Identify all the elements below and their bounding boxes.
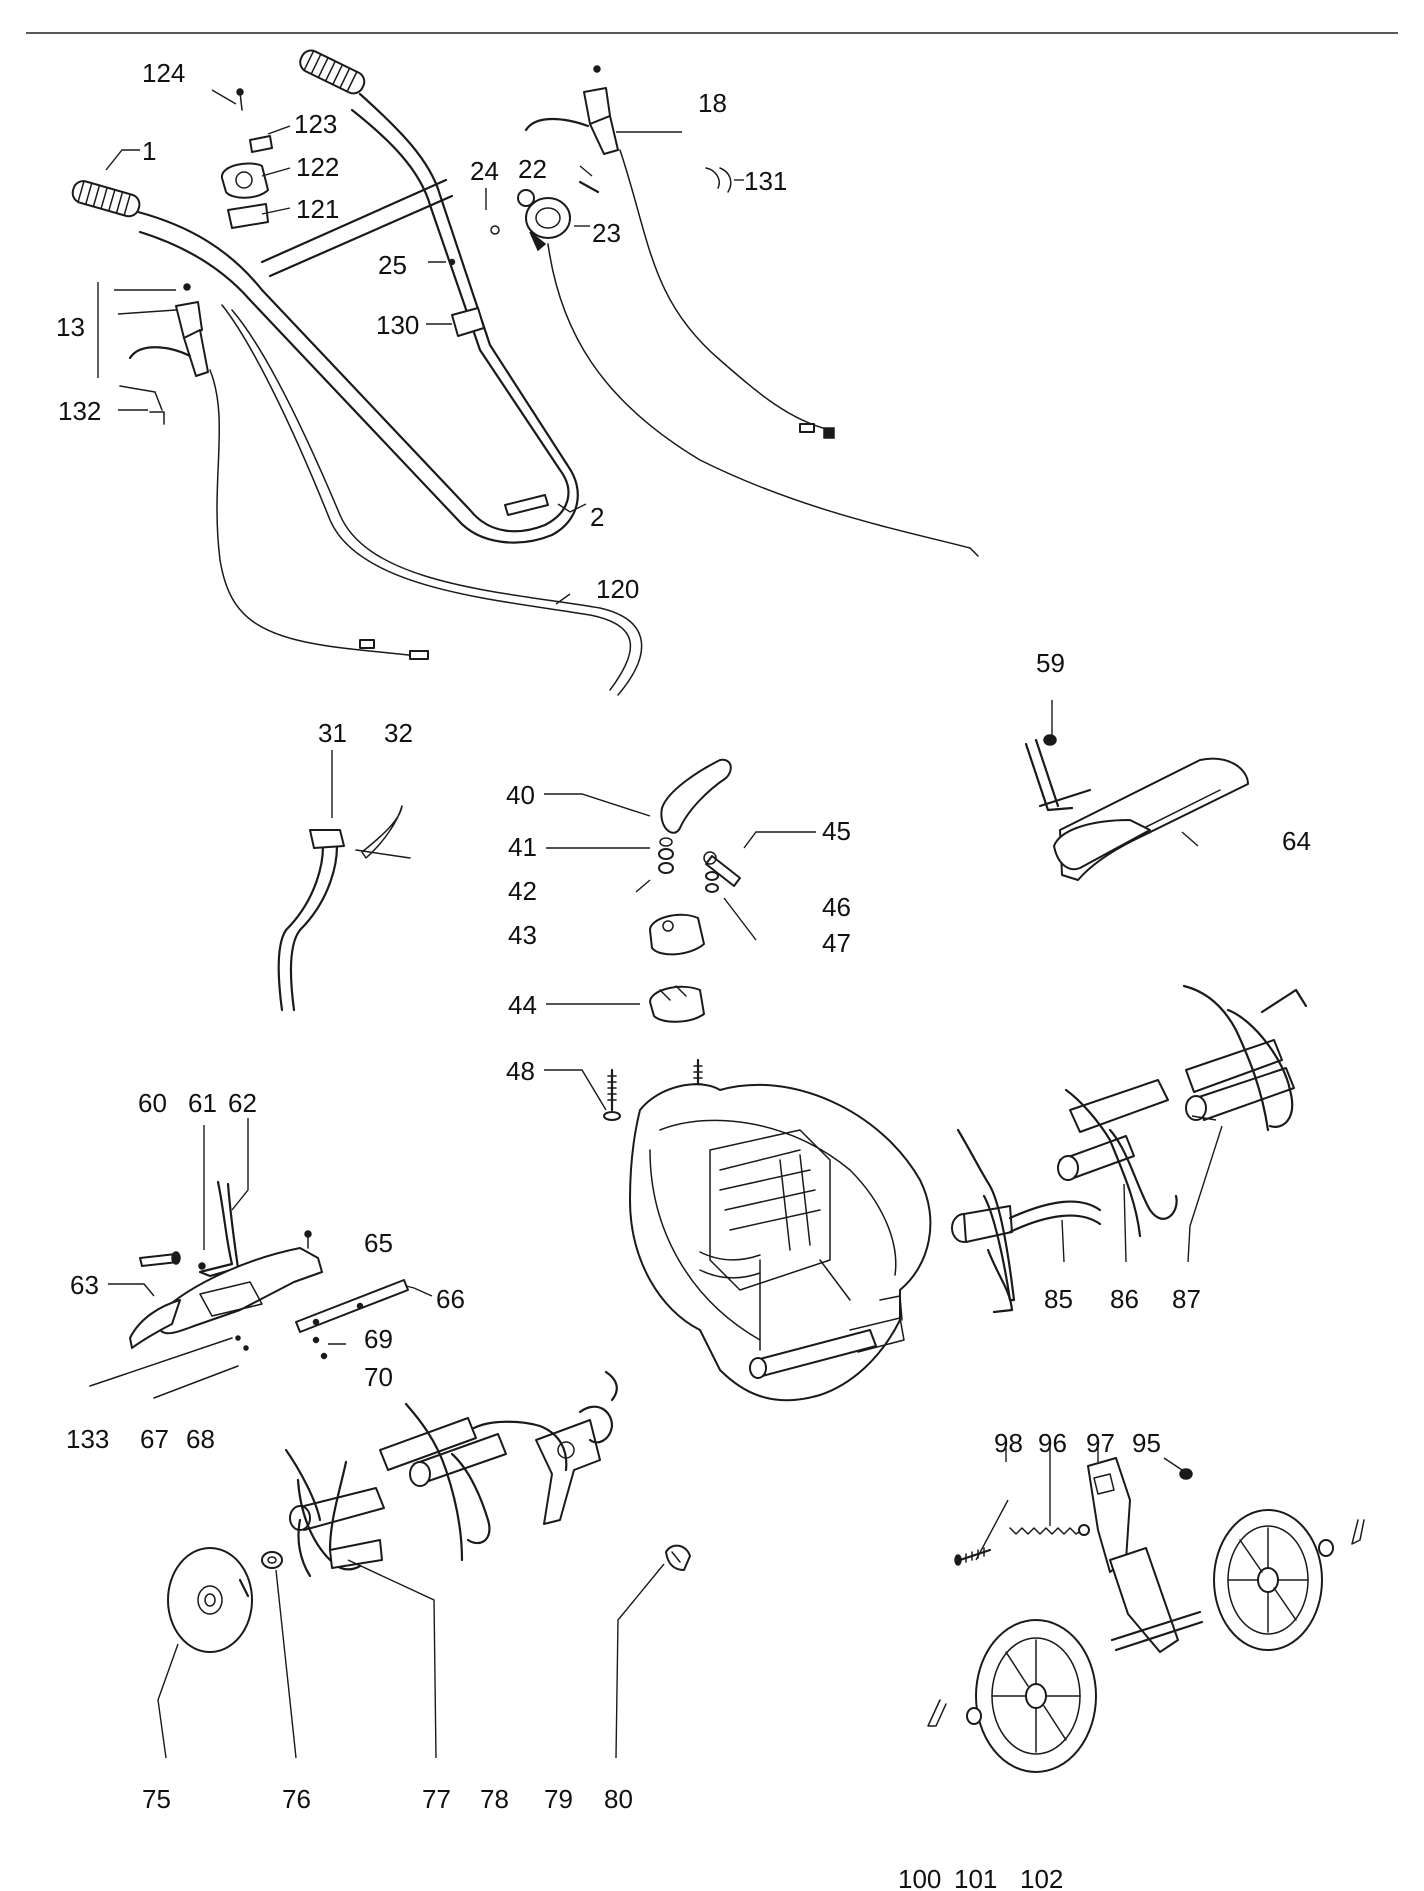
clip-132 bbox=[149, 411, 165, 425]
callout-42: 42 bbox=[508, 876, 537, 906]
callout-98: 98 bbox=[994, 1428, 1023, 1458]
callout-121: 121 bbox=[296, 194, 339, 224]
shield-64 bbox=[1024, 734, 1249, 881]
callout-45: 45 bbox=[822, 816, 851, 846]
callout-70: 70 bbox=[364, 1362, 393, 1392]
callout-79: 79 bbox=[544, 1784, 573, 1814]
callout-62: 62 bbox=[228, 1088, 257, 1118]
callout-63: 63 bbox=[70, 1270, 99, 1300]
callout-87: 87 bbox=[1172, 1284, 1201, 1314]
callout-2: 2 bbox=[590, 502, 604, 532]
washer-24 bbox=[490, 225, 500, 235]
callout-60: 60 bbox=[138, 1088, 167, 1118]
callout-122: 122 bbox=[296, 152, 339, 182]
callout-31: 31 bbox=[318, 718, 347, 748]
callout-78: 78 bbox=[480, 1784, 509, 1814]
callout-48: 48 bbox=[506, 1056, 535, 1086]
right-control-lever bbox=[524, 65, 720, 189]
callout-41: 41 bbox=[508, 832, 537, 862]
callout-77: 77 bbox=[422, 1784, 451, 1814]
callout-64: 64 bbox=[1282, 826, 1311, 856]
handle-clamp-parts bbox=[221, 88, 273, 229]
callout-61: 61 bbox=[188, 1088, 217, 1118]
callout-132: 132 bbox=[58, 396, 101, 426]
callout-18: 18 bbox=[698, 88, 727, 118]
callout-labels: 124 1 123 122 121 13 132 18 22 24 23 25 … bbox=[56, 58, 1311, 1891]
callout-123: 123 bbox=[294, 109, 337, 139]
callout-67: 67 bbox=[140, 1424, 169, 1454]
wheel-assembly bbox=[927, 1457, 1365, 1773]
callout-1: 1 bbox=[142, 136, 156, 166]
throttle-control bbox=[517, 180, 600, 252]
pin-130 bbox=[451, 307, 485, 337]
callout-13: 13 bbox=[56, 312, 85, 342]
callout-43: 43 bbox=[508, 920, 537, 950]
callout-75: 75 bbox=[142, 1784, 171, 1814]
callout-32: 32 bbox=[384, 718, 413, 748]
depth-stake bbox=[277, 805, 411, 1012]
callout-133: 133 bbox=[66, 1424, 109, 1454]
callout-85: 85 bbox=[1044, 1284, 1073, 1314]
handlebar-assembly bbox=[71, 49, 579, 544]
callout-66: 66 bbox=[436, 1284, 465, 1314]
callout-23: 23 bbox=[592, 218, 621, 248]
callout-76: 76 bbox=[282, 1784, 311, 1814]
clip-131 bbox=[719, 167, 732, 193]
callout-46: 46 bbox=[822, 892, 851, 922]
engine-gearbox bbox=[603, 1058, 932, 1402]
control-cables bbox=[209, 149, 979, 696]
right-tines bbox=[951, 984, 1308, 1314]
callout-95: 95 bbox=[1132, 1428, 1161, 1458]
callout-59: 59 bbox=[1036, 648, 1065, 678]
callout-24: 24 bbox=[470, 156, 499, 186]
callout-124: 124 bbox=[142, 58, 185, 88]
callout-47: 47 bbox=[822, 928, 851, 958]
leader-lines bbox=[97, 89, 1223, 1759]
callout-130: 130 bbox=[376, 310, 419, 340]
left-tines bbox=[167, 1370, 691, 1653]
callout-101: 101 bbox=[954, 1864, 997, 1891]
callout-96: 96 bbox=[1038, 1428, 1067, 1458]
callout-80: 80 bbox=[604, 1784, 633, 1814]
callout-44: 44 bbox=[508, 990, 537, 1020]
nut-25 bbox=[448, 258, 456, 266]
callout-65: 65 bbox=[364, 1228, 393, 1258]
hitch-parts bbox=[649, 758, 741, 1023]
callout-22: 22 bbox=[518, 154, 547, 184]
callout-97: 97 bbox=[1086, 1428, 1115, 1458]
callout-86: 86 bbox=[1110, 1284, 1139, 1314]
callout-131: 131 bbox=[744, 166, 787, 196]
callout-68: 68 bbox=[186, 1424, 215, 1454]
callout-120: 120 bbox=[596, 574, 639, 604]
callout-102: 102 bbox=[1020, 1864, 1063, 1891]
callout-69: 69 bbox=[364, 1324, 393, 1354]
callout-25: 25 bbox=[378, 250, 407, 280]
callout-40: 40 bbox=[506, 780, 535, 810]
left-control-lever bbox=[119, 283, 209, 411]
callout-100: 100 bbox=[898, 1864, 941, 1891]
front-guard bbox=[89, 1180, 409, 1399]
